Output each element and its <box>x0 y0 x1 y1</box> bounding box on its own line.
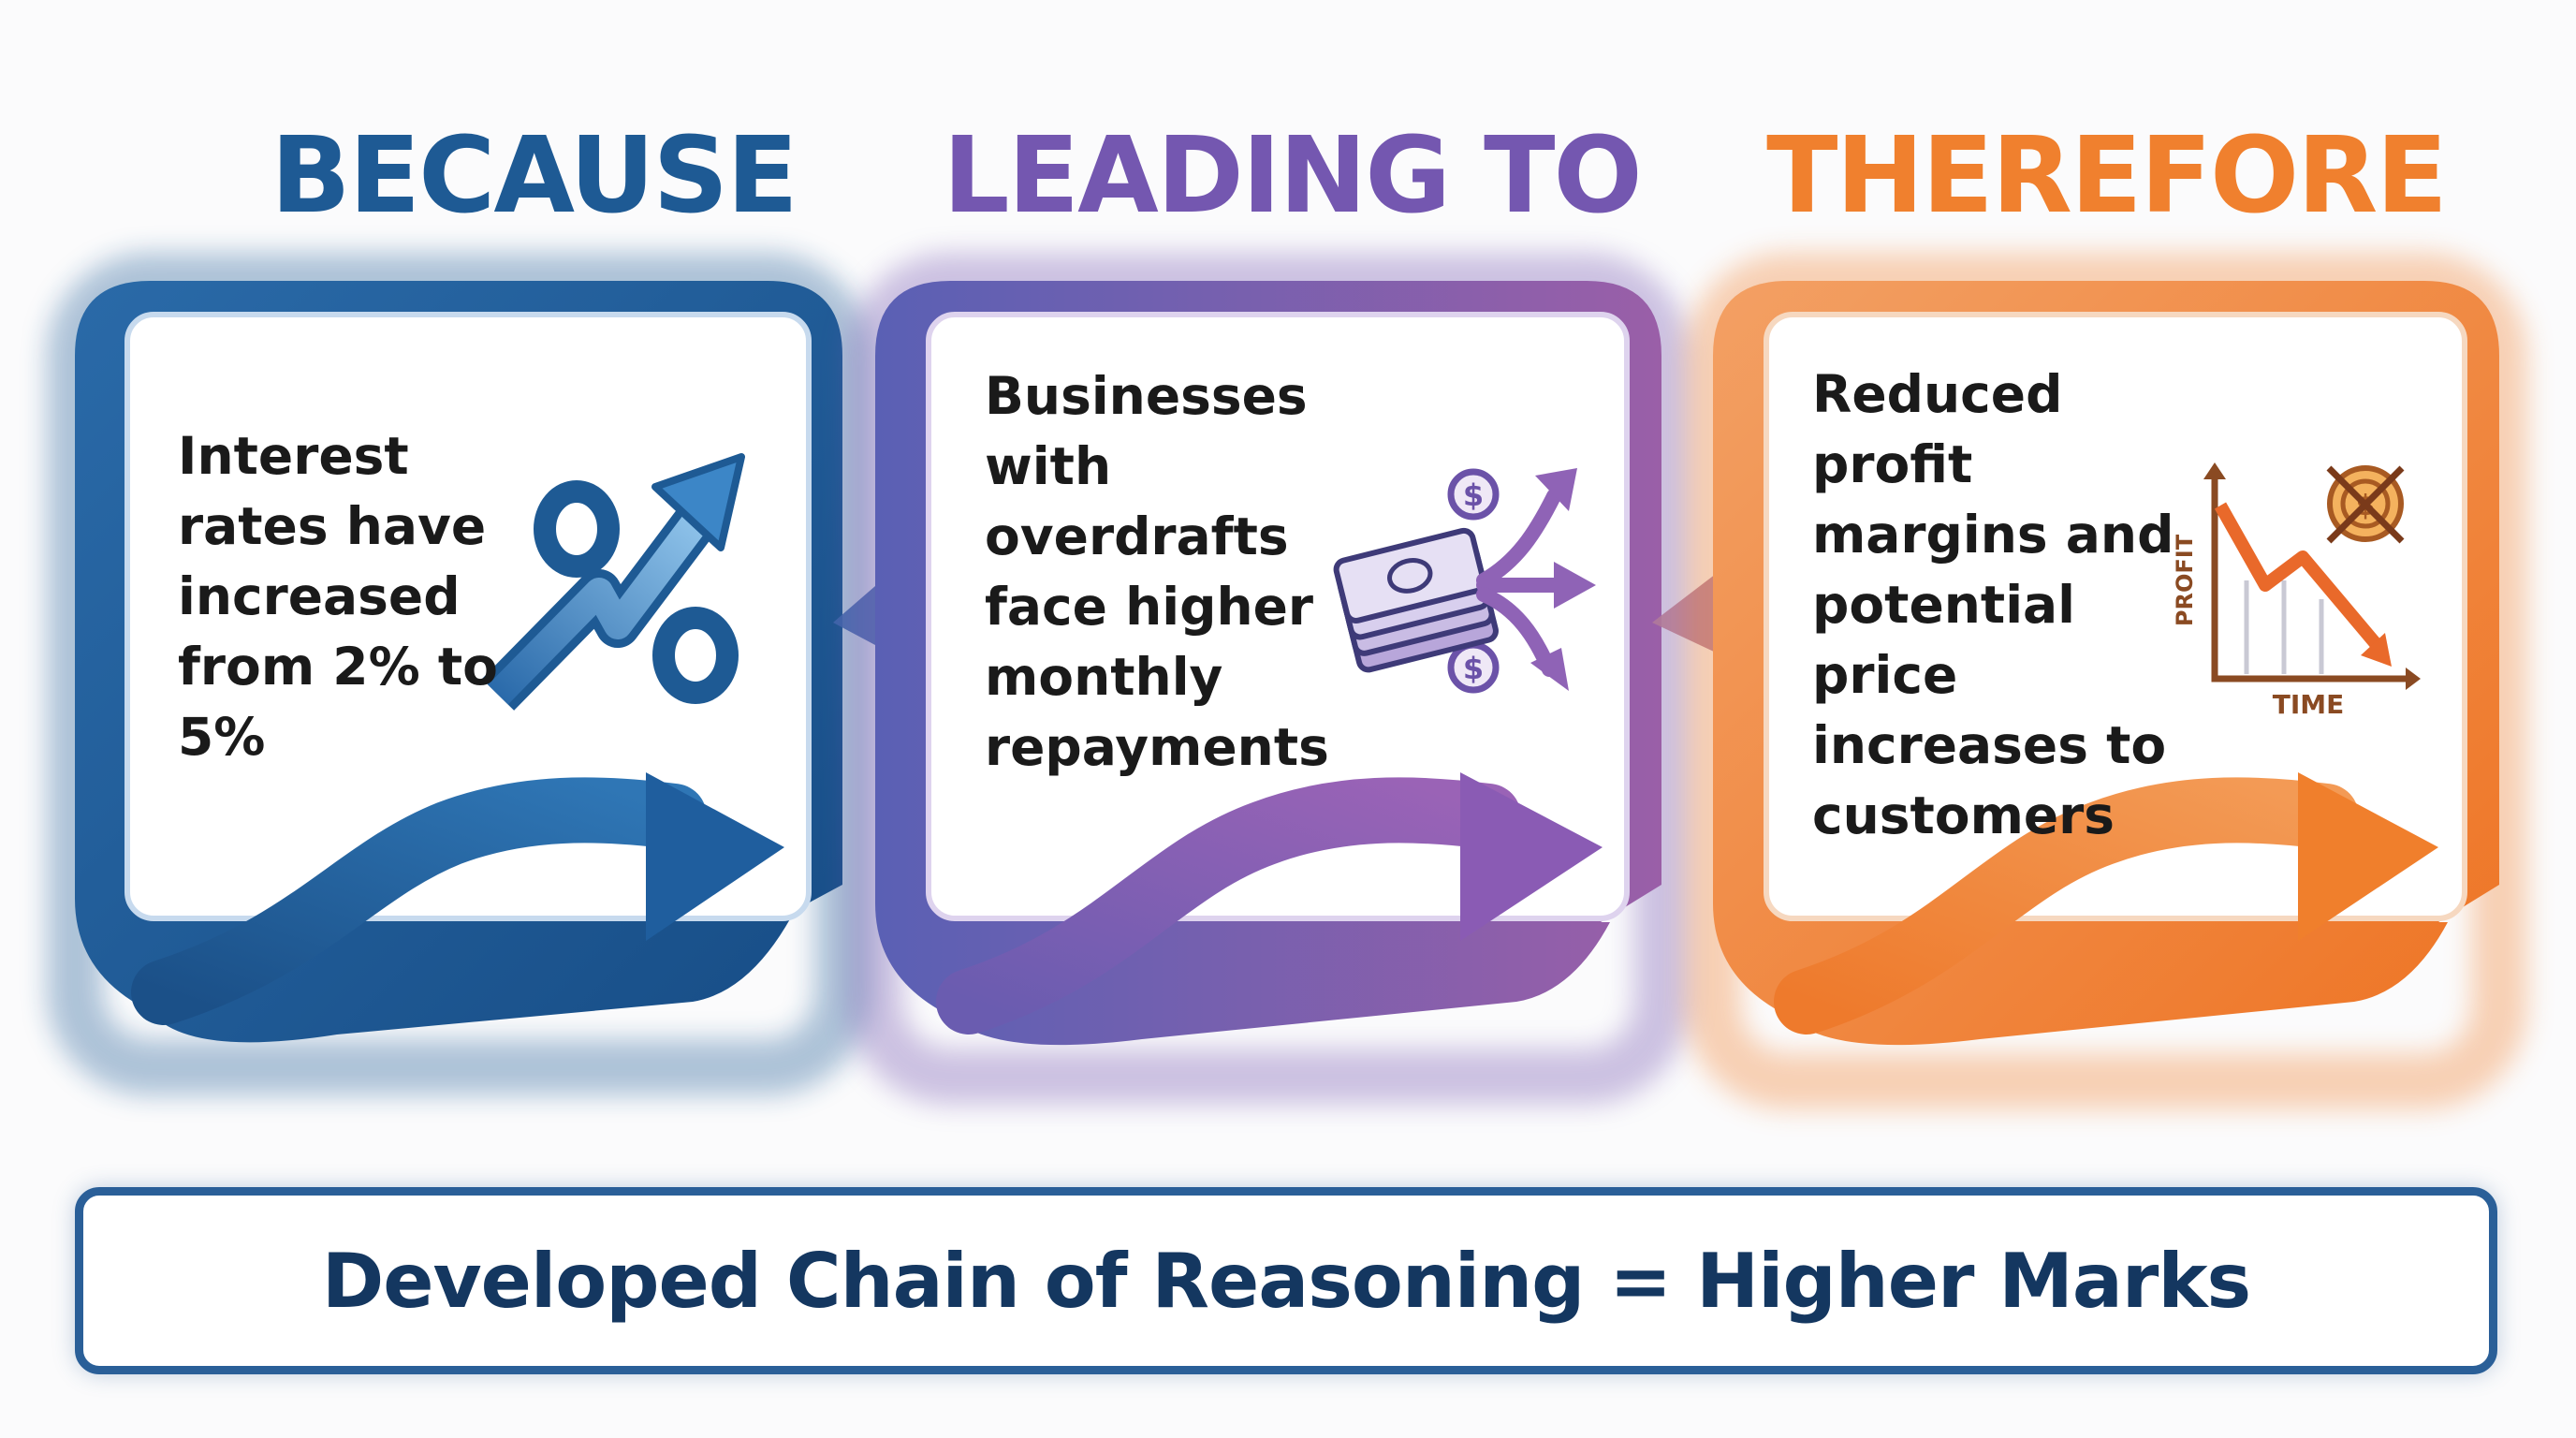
card-because-line: Interest <box>178 426 409 486</box>
card-therefore-line: price <box>1812 645 1958 705</box>
summary-text: Developed Chain of Reasoning = Higher Ma… <box>321 1237 2251 1325</box>
percent-up-arrow-icon <box>481 453 745 711</box>
heading-therefore: THEREFORE <box>1766 115 2448 237</box>
card-leading-to-line: face higher <box>985 577 1314 637</box>
card-therefore-text: Reduced profit margins and potential pri… <box>1812 360 2174 851</box>
card-therefore-line: Reduced <box>1812 364 2063 424</box>
card-leading-to-line: repayments <box>985 717 1329 777</box>
summary-banner: Developed Chain of Reasoning = Higher Ma… <box>75 1187 2497 1374</box>
card-therefore-line: potential <box>1812 575 2076 635</box>
card-therefore-line: customers <box>1812 785 2115 845</box>
heading-because: BECAUSE <box>271 115 798 237</box>
card-leading-to-text: Businesses with overdrafts face higher m… <box>985 361 1329 783</box>
card-because-line: from 2% to <box>178 637 498 697</box>
card-therefore-line: margins and <box>1812 505 2174 565</box>
money-outflow-icon: $ $ <box>1333 468 1596 694</box>
profit-decline-chart-icon: $ PROFIT TIME <box>2172 462 2421 720</box>
card-leading-to-line: Businesses <box>985 366 1308 426</box>
card-therefore <box>1685 253 2527 1109</box>
card-because-line: 5% <box>178 707 266 767</box>
card-because-line: rates have <box>178 496 487 556</box>
card-leading-to-line: monthly <box>985 647 1223 707</box>
svg-text:$: $ <box>1463 651 1484 686</box>
card-therefore-line: increases to <box>1812 715 2167 775</box>
svg-text:$: $ <box>1463 477 1484 513</box>
card-because-line: increased <box>178 566 461 626</box>
card-because <box>47 253 871 1095</box>
heading-leading-to: LEADING TO <box>943 115 1642 237</box>
card-therefore-line: profit <box>1812 434 1973 494</box>
card-because-text: Interest rates have increased from 2% to… <box>178 421 498 772</box>
card-leading-to-line: with <box>985 436 1112 496</box>
card-leading-to-line: overdrafts <box>985 506 1289 566</box>
chart-y-label: PROFIT <box>2172 534 2198 626</box>
chart-x-label: TIME <box>2273 689 2345 720</box>
